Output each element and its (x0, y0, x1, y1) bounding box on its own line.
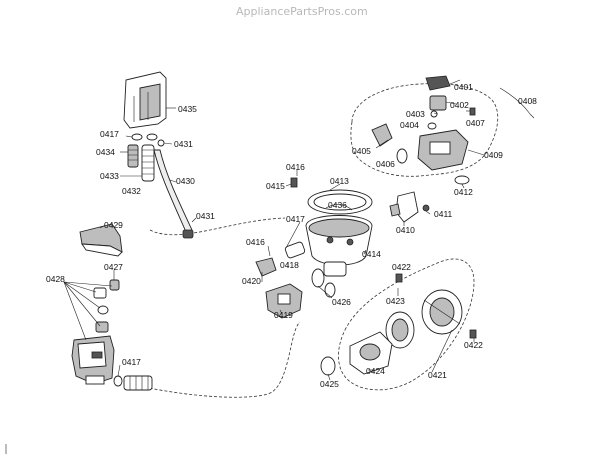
part-0422-clip-top[interactable] (395, 273, 403, 283)
leader-lines (63, 79, 485, 381)
label-0431-lower[interactable]: 0431 (196, 211, 215, 221)
label-0432[interactable]: 0432 (122, 186, 141, 196)
part-0403-oring[interactable] (430, 110, 438, 118)
label-0418[interactable]: 0418 (280, 260, 299, 270)
part-0421-pump-motor[interactable] (421, 289, 463, 335)
label-0417-center[interactable]: 0417 (286, 214, 305, 224)
part-0435-bracket[interactable] (123, 71, 167, 129)
label-0425[interactable]: 0425 (320, 379, 339, 389)
label-0407[interactable]: 0407 (466, 118, 485, 128)
part-0416-screw-center[interactable] (267, 245, 271, 257)
label-0411[interactable]: 0411 (434, 209, 453, 219)
label-0422-top[interactable]: 0422 (392, 262, 411, 272)
part-0423-impeller[interactable] (385, 311, 415, 349)
part-0417-ring-left[interactable] (113, 375, 123, 387)
part-0417-hose-left[interactable] (123, 375, 153, 391)
label-0417-left[interactable]: 0417 (122, 357, 141, 367)
part-0407-clip[interactable] (469, 107, 476, 116)
part-0427-sensor[interactable] (109, 279, 120, 291)
label-0430[interactable]: 0430 (176, 176, 195, 186)
label-0424[interactable]: 0424 (366, 366, 385, 376)
label-0419[interactable]: 0419 (274, 310, 293, 320)
label-0436[interactable]: 0436 (328, 200, 347, 210)
part-0411-screw[interactable] (422, 204, 430, 212)
part-0412-clamp[interactable] (454, 175, 470, 185)
label-0417-top[interactable]: 0417 (100, 129, 119, 139)
part-0420-bracket[interactable] (255, 257, 277, 277)
part-0415-clip[interactable] (290, 177, 298, 188)
part-0401-cover[interactable] (425, 75, 451, 91)
label-0401[interactable]: 0401 (454, 82, 473, 92)
label-0431-top[interactable]: 0431 (174, 139, 193, 149)
part-0424-pump-housing[interactable] (349, 331, 393, 375)
part-0429-cover[interactable] (79, 223, 123, 257)
label-0413[interactable]: 0413 (330, 176, 349, 186)
part-0410-fitting[interactable] (389, 191, 419, 223)
hose-routing-line (129, 217, 301, 398)
label-0422-bottom[interactable]: 0422 (464, 340, 483, 350)
label-0402[interactable]: 0402 (450, 100, 469, 110)
part-0408-wire[interactable] (499, 87, 535, 119)
label-0423[interactable]: 0423 (386, 296, 405, 306)
part-0430-drain-hose[interactable] (153, 149, 194, 239)
label-0409[interactable]: 0409 (484, 150, 503, 160)
label-0412[interactable]: 0412 (454, 187, 473, 197)
part-0431-clamp-top[interactable] (157, 139, 165, 147)
watermark: AppliancePartsPros.com (236, 5, 368, 18)
label-0403[interactable]: 0403 (406, 109, 425, 119)
part-0428-filter-housing[interactable] (71, 287, 115, 385)
label-0435[interactable]: 0435 (178, 104, 197, 114)
label-0415[interactable]: 0415 (266, 181, 285, 191)
part-0417-hose-center[interactable] (284, 241, 306, 259)
part-0426-seal[interactable] (311, 268, 336, 298)
assembly-outline-pump (338, 258, 475, 391)
part-0417-ring-top[interactable] (131, 133, 158, 141)
label-0421[interactable]: 0421 (428, 370, 447, 380)
label-0405[interactable]: 0405 (352, 146, 371, 156)
label-0406[interactable]: 0406 (376, 159, 395, 169)
label-0427[interactable]: 0427 (104, 262, 123, 272)
assembly-outline-valve (350, 83, 499, 177)
part-0436-gasket[interactable] (325, 204, 353, 211)
part-0419-motor[interactable] (265, 283, 303, 319)
part-0432-corrugated-hose[interactable] (141, 144, 155, 182)
part-0406-ring[interactable] (396, 148, 408, 164)
label-0428[interactable]: 0428 (46, 274, 65, 284)
label-0429[interactable]: 0429 (104, 220, 123, 230)
label-0416-top[interactable]: 0416 (286, 162, 305, 172)
label-0408[interactable]: 0408 (518, 96, 537, 106)
part-0409-valve-body[interactable] (417, 129, 469, 171)
part-0405-sensor[interactable] (371, 123, 393, 147)
part-labels: 0401 0402 0403 0404 0405 0406 0407 0408 … (46, 82, 537, 389)
label-0434[interactable]: 0434 (96, 147, 115, 157)
label-0433[interactable]: 0433 (100, 171, 119, 181)
label-0426[interactable]: 0426 (332, 297, 351, 307)
part-0422-clip-bottom[interactable] (469, 329, 477, 339)
label-0420[interactable]: 0420 (242, 276, 261, 286)
part-0434-hose-fitting[interactable] (127, 144, 139, 168)
part-0404-oring[interactable] (427, 122, 437, 130)
label-0404[interactable]: 0404 (400, 120, 419, 130)
part-0414-sump[interactable] (305, 215, 373, 277)
part-0402-valve[interactable] (429, 95, 447, 111)
part-0425-ring[interactable] (320, 356, 336, 376)
label-0414[interactable]: 0414 (362, 249, 381, 259)
label-0416-center[interactable]: 0416 (246, 237, 265, 247)
label-0410[interactable]: 0410 (396, 225, 415, 235)
part-0413-sump-cover[interactable] (307, 189, 373, 215)
